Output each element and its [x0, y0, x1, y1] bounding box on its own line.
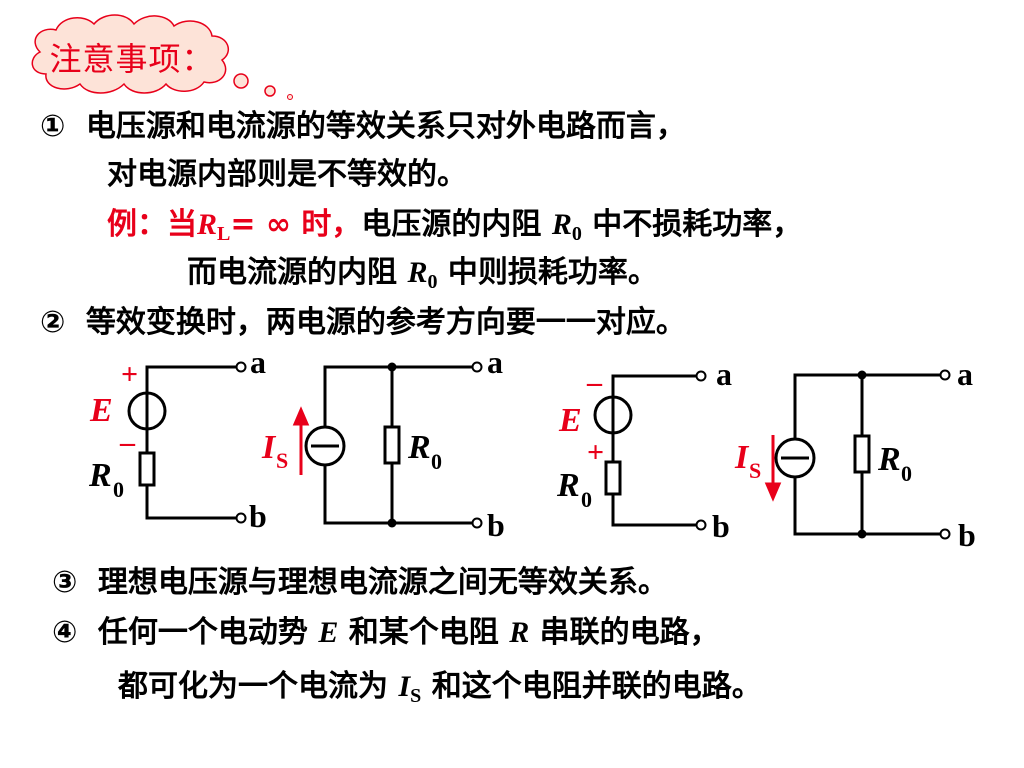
- c2-r-subscript: 0: [431, 449, 442, 474]
- item2-line: ② 等效变换时，两电源的参考方向要一一对应。: [40, 308, 686, 338]
- example-condition: = ∞ 时，: [230, 207, 362, 242]
- c1-terminal-a-label: a: [250, 344, 266, 380]
- arrowhead-up-icon: [292, 406, 310, 426]
- item4-e-symbol: E: [318, 616, 339, 649]
- c4-is-label: I: [734, 439, 750, 476]
- c1-r-label: R: [88, 457, 112, 494]
- c1-terminal-b-label: b: [249, 498, 267, 534]
- c2-is-subscript: S: [276, 448, 288, 473]
- junction-dot: [387, 362, 397, 372]
- circuit-2-current-source: [304, 365, 474, 525]
- c3-terminal-b-label: b: [712, 508, 730, 544]
- c2-terminal-b-label: b: [487, 507, 505, 543]
- c3-plus: +: [587, 436, 604, 469]
- item1-example-line2: 而电流源的内阻 R0 中则损耗功率。: [187, 255, 658, 293]
- item3-number: ③: [52, 565, 78, 600]
- item4-is-subscript: S: [410, 685, 422, 707]
- circuit-diagrams: + E – R 0 a b I S R 0 a b – E + R 0 a b …: [88, 344, 976, 553]
- c4-terminal-b-label: b: [958, 517, 976, 553]
- terminal-a: [235, 361, 247, 373]
- example-line2-r0-symbol: R: [407, 256, 428, 289]
- example-line2-r0-subscript: 0: [427, 271, 438, 293]
- c2-terminal-a-label: a: [487, 344, 503, 380]
- item4-text-a: 任何一个电动势: [97, 615, 319, 650]
- circuit-1-voltage-source: [127, 365, 238, 520]
- terminal-b: [695, 519, 707, 531]
- item4-line1: ④ 任何一个电动势 E 和某个电阻 R 串联的电路，: [52, 618, 720, 648]
- terminal-a: [939, 369, 951, 381]
- c1-e-label: E: [89, 392, 113, 429]
- c3-e-label: E: [558, 402, 582, 439]
- c2-r-label: R: [407, 429, 431, 466]
- terminal-a: [695, 370, 707, 382]
- item1-number: ①: [40, 109, 66, 144]
- c1-minus: –: [119, 426, 136, 459]
- terminal-b: [235, 512, 247, 524]
- cloud-shape: [31, 14, 293, 100]
- item2-number: ②: [40, 305, 66, 340]
- terminal-b: [471, 517, 483, 529]
- junction-dot: [857, 529, 867, 539]
- page-title: 注意事项：: [49, 40, 215, 78]
- example-rl-subscript: L: [217, 223, 231, 245]
- junction-dot: [387, 518, 397, 528]
- item4-number: ④: [52, 615, 78, 650]
- example-rest-b: 中不损耗功率，: [581, 207, 803, 242]
- item4-line2-b: 和这个电阻并联的电路。: [421, 669, 762, 704]
- item4-line2: 都可化为一个电流为 IS 和这个电阻并联的电路。: [118, 669, 762, 707]
- terminal-a: [471, 361, 483, 373]
- item4-text-b: 和某个电阻: [338, 615, 510, 650]
- example-r0-subscript: 0: [571, 223, 582, 245]
- c4-r-label: R: [877, 441, 901, 478]
- item3-text: 理想电压源与理想电流源之间无等效关系。: [97, 565, 668, 600]
- circuit-4-current-source: [774, 373, 942, 536]
- example-line2-a: 而电流源的内阻: [187, 255, 408, 290]
- item1-line2: 对电源内部则是不等效的。: [107, 157, 467, 192]
- c3-minus: –: [586, 366, 603, 399]
- item4-r-symbol: R: [509, 616, 530, 649]
- item2-text: 等效变换时，两电源的参考方向要一一对应。: [85, 305, 686, 340]
- title-callout: 注意事项：: [0, 0, 320, 110]
- item4-line2-a: 都可化为一个电流为: [118, 669, 399, 704]
- c3-r-subscript: 0: [581, 487, 592, 512]
- example-line2-b: 中则损耗功率。: [437, 255, 658, 290]
- circuit-3-voltage-source: [593, 374, 698, 527]
- item4-is-symbol: I: [398, 670, 411, 703]
- item4-text-c: 串联的电路，: [529, 615, 720, 650]
- item1-text-line1: 电压源和电流源的等效关系只对外电路而言，: [85, 109, 686, 144]
- item1-line1: ① 电压源和电流源的等效关系只对外电路而言，: [40, 112, 686, 142]
- example-prefix: 例：当: [107, 207, 197, 242]
- item1-example-line1: 例：当RL= ∞ 时，电压源的内阻 R0 中不损耗功率，: [107, 207, 803, 245]
- c3-r-label: R: [556, 467, 580, 504]
- c3-terminal-a-label: a: [716, 356, 732, 392]
- example-rest-a: 电压源的内阻: [361, 207, 552, 242]
- c4-terminal-a-label: a: [957, 356, 973, 392]
- terminal-b: [939, 528, 951, 540]
- c1-plus: +: [121, 358, 138, 391]
- c1-r-subscript: 0: [113, 477, 124, 502]
- c4-r-subscript: 0: [901, 461, 912, 486]
- example-rl-symbol: R: [197, 208, 218, 241]
- example-r0-symbol: R: [551, 208, 572, 241]
- c4-is-subscript: S: [749, 458, 761, 483]
- c2-is-label: I: [261, 429, 277, 466]
- arrowhead-down-icon: [764, 482, 782, 502]
- item3-line: ③ 理想电压源与理想电流源之间无等效关系。: [52, 568, 668, 598]
- junction-dot: [857, 370, 867, 380]
